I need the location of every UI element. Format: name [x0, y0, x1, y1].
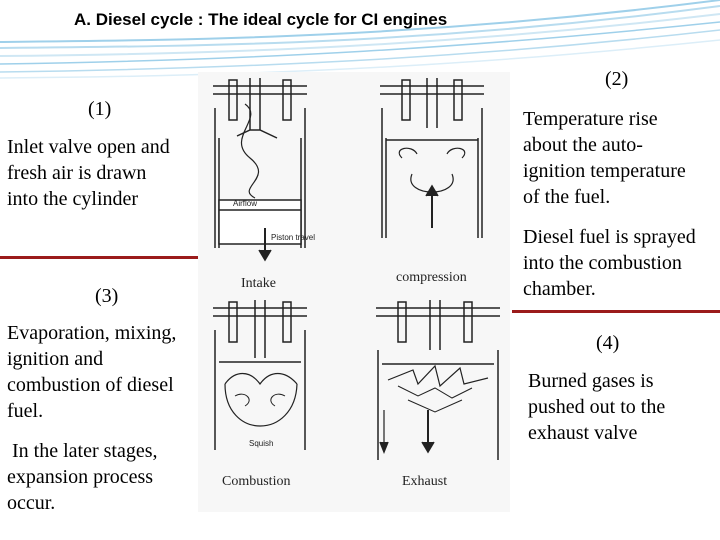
step3-line: ignition and: [7, 346, 176, 372]
step3-line: fuel.: [7, 398, 176, 424]
step2-line: about the auto-: [523, 132, 686, 158]
step3-text-2: In the later stages, expansion process o…: [7, 438, 158, 516]
step1-line: fresh air is drawn: [7, 160, 170, 186]
squish-label: Squish: [249, 439, 273, 448]
step2-number: (2): [605, 66, 628, 92]
step3-line: In the later stages,: [7, 438, 158, 464]
step4-line: exhaust valve: [528, 420, 665, 446]
step2-line: into the combustion: [523, 250, 696, 276]
step2-line: Diesel fuel is sprayed: [523, 224, 696, 250]
step2-line: chamber.: [523, 276, 696, 302]
exhaust-diagram: [368, 300, 508, 470]
exhaust-caption: Exhaust: [402, 474, 447, 490]
compression-caption: compression: [396, 270, 467, 286]
step2-line: ignition temperature: [523, 158, 686, 184]
step1-number: (1): [88, 96, 111, 122]
airflow-label: Airflow: [233, 199, 257, 208]
left-divider: [0, 256, 198, 259]
step1-text: Inlet valve open and fresh air is drawn …: [7, 134, 170, 212]
step4-line: Burned gases is: [528, 368, 665, 394]
combustion-caption: Combustion: [222, 474, 290, 490]
step2-text-2: Diesel fuel is sprayed into the combusti…: [523, 224, 696, 302]
step4-text: Burned gases is pushed out to the exhaus…: [528, 368, 665, 446]
step4-line: pushed out to the: [528, 394, 665, 420]
compression-diagram: [372, 78, 492, 248]
step3-line: combustion of diesel: [7, 372, 176, 398]
step4-number: (4): [596, 330, 619, 356]
piston-travel-label: Piston travel: [271, 233, 315, 242]
step3-line: occur.: [7, 490, 158, 516]
combustion-diagram: Squish: [205, 300, 315, 460]
step3-number: (3): [95, 283, 118, 309]
step2-line: Temperature rise: [523, 106, 686, 132]
step3-line: Evaporation, mixing,: [7, 320, 176, 346]
step1-line: Inlet valve open and: [7, 134, 170, 160]
step3-line: expansion process: [7, 464, 158, 490]
step3-text: Evaporation, mixing, ignition and combus…: [7, 320, 176, 424]
step2-line: of the fuel.: [523, 184, 686, 210]
slide-title: A. Diesel cycle : The ideal cycle for CI…: [74, 10, 447, 30]
intake-caption: Intake: [241, 276, 276, 292]
right-divider: [512, 310, 720, 313]
step2-text: Temperature rise about the auto- ignitio…: [523, 106, 686, 210]
step1-line: into the cylinder: [7, 186, 170, 212]
intake-diagram: Airflow Piston travel: [205, 78, 315, 268]
